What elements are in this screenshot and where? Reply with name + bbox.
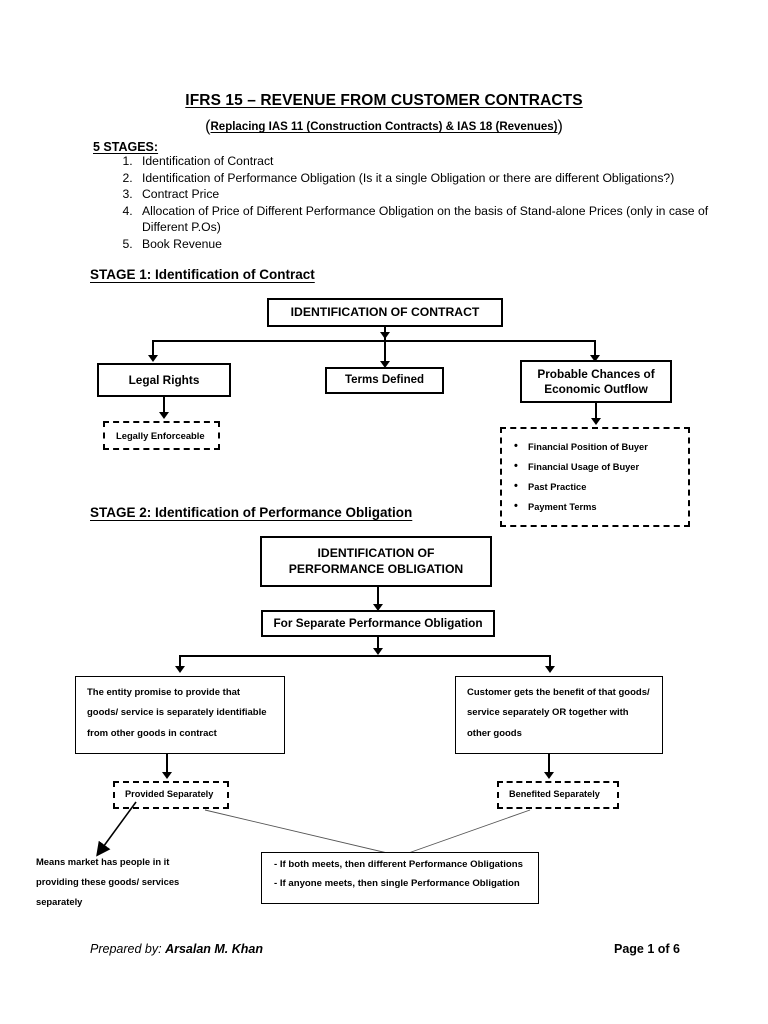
connector-line [152,340,154,356]
stage1-probable-chances-label: Probable Chances of Economic Outflow [537,366,655,396]
stage-2-heading: STAGE 2: Identification of Performance O… [90,505,413,520]
stage2-left-criteria-box: The entity promise to provide that goods… [75,676,285,754]
stage2-side-note-line: Means market has people in it [36,856,170,867]
stage1-outflow-criteria-box: Financial Position of Buyer Financial Us… [500,427,690,527]
list-item: Allocation of Price of Different Perform… [136,203,726,236]
arrowhead-icon [545,666,555,673]
arrowhead-icon [373,604,383,611]
stage1-legal-rights-box: Legal Rights [97,363,231,397]
stage1-probable-chances-box: Probable Chances of Economic Outflow [520,360,672,403]
list-item: Identification of Performance Obligation… [136,170,726,187]
connector-line [152,340,596,342]
list-item: Past Practice [512,476,688,497]
arrowhead-icon [380,332,390,339]
list-item: Identification of Contract [136,153,726,170]
stage2-separate-obligation-box: For Separate Performance Obligation [261,610,495,637]
arrowhead-icon [380,361,390,368]
arrowhead-icon [159,412,169,419]
stage2-left-criteria-line: The entity promise to provide that [87,687,241,698]
arrowhead-icon [544,772,554,779]
stage1-terms-defined-label: Terms Defined [344,374,425,387]
footer-page-number: Page 1 of 6 [614,942,680,956]
list-item: Financial Position of Buyer [512,436,688,457]
stage2-side-note-line: providing these goods/ services [36,876,180,887]
page-title: IFRS 15 – REVENUE FROM CUSTOMER CONTRACT… [0,92,768,110]
footer-prepared-by-name: Arsalan M. Khan [165,942,263,956]
stage2-conclusion-box: - If both meets, then different Performa… [261,852,539,904]
stage2-conclusion-line: - If both meets, then different Performa… [274,859,523,870]
connector-line [384,340,386,362]
stage1-terms-defined-box: Terms Defined [325,367,444,394]
stage2-root-box: IDENTIFICATION OF PERFORMANCE OBLIGATION [260,536,492,587]
stage2-conclusion-line: - If anyone meets, then single Performan… [274,877,520,889]
list-item: Financial Usage of Buyer [512,456,688,477]
connector-line [179,655,551,657]
stage2-right-criteria-line: service separately OR together with [467,707,629,719]
stage2-right-criteria-line: other goods [467,727,522,739]
connector-line [179,655,181,669]
stage1-root-box: IDENTIFICATION OF CONTRACT [267,298,503,327]
stage2-benefited-separately-label: Benefited Separately [509,789,600,800]
stages-list: Identification of Contract Identificatio… [100,153,726,253]
stage2-left-criteria-line: from other goods in contract [87,727,217,739]
connector-line [549,655,551,669]
subtitle-close-paren: ) [557,118,563,135]
arrowhead-icon [148,355,158,362]
list-item: Payment Terms [512,496,688,517]
stage2-separate-obligation-label: For Separate Performance Obligation [273,616,483,631]
subtitle-open-paren: ( [205,118,211,135]
connector-line [163,397,165,415]
page-subtitle: (Replacing IAS 11 (Construction Contract… [0,118,768,136]
arrowhead-icon [373,648,383,655]
stage1-legally-enforceable-box: Legally Enforceable [103,421,220,450]
connector-line [548,754,550,777]
connector-line [166,754,168,777]
connector-line [594,340,596,356]
arrowhead-icon [591,418,601,425]
stage1-root-box-label: IDENTIFICATION OF CONTRACT [290,304,480,319]
arrowhead-icon [162,772,172,779]
connector-line [595,403,597,421]
stage2-side-note: Means market has people in it providing … [36,852,226,912]
connector-line [377,587,379,608]
stage1-legally-enforceable-label: Legally Enforceable [116,429,205,441]
page-subtitle-text: Replacing IAS 11 (Construction Contracts… [210,121,558,133]
stage2-right-criteria-line: Customer gets the benefit of that goods/ [467,687,650,698]
arrowhead-icon [175,666,185,673]
stage2-left-criteria-line: goods/ service is separately identifiabl… [87,707,267,719]
stages-label: 5 STAGES: [93,140,159,154]
page-title-text: IFRS 15 – REVENUE FROM CUSTOMER CONTRACT… [185,92,583,109]
stage2-root-box-label: IDENTIFICATION OF PERFORMANCE OBLIGATION [288,546,464,576]
stage2-provided-separately-box: Provided Separately [113,781,229,809]
stage2-right-criteria-box: Customer gets the benefit of that goods/… [455,676,663,754]
connector-line [377,637,379,653]
stage1-legal-rights-label: Legal Rights [128,372,200,387]
stage2-side-note-line: separately [36,896,83,907]
list-item: Contract Price [136,186,726,203]
arrowhead-icon [590,355,600,362]
list-item: Book Revenue [136,236,726,253]
stage2-provided-separately-label: Provided Separately [125,789,214,800]
stage-1-heading: STAGE 1: Identification of Contract [90,267,315,282]
footer-prepared-by-label: Prepared by: [90,942,162,956]
footer-prepared-by: Prepared by: Arsalan M. Khan [90,942,263,956]
stage1-outflow-criteria-list: Financial Position of Buyer Financial Us… [512,436,688,517]
stage2-benefited-separately-box: Benefited Separately [497,781,619,809]
